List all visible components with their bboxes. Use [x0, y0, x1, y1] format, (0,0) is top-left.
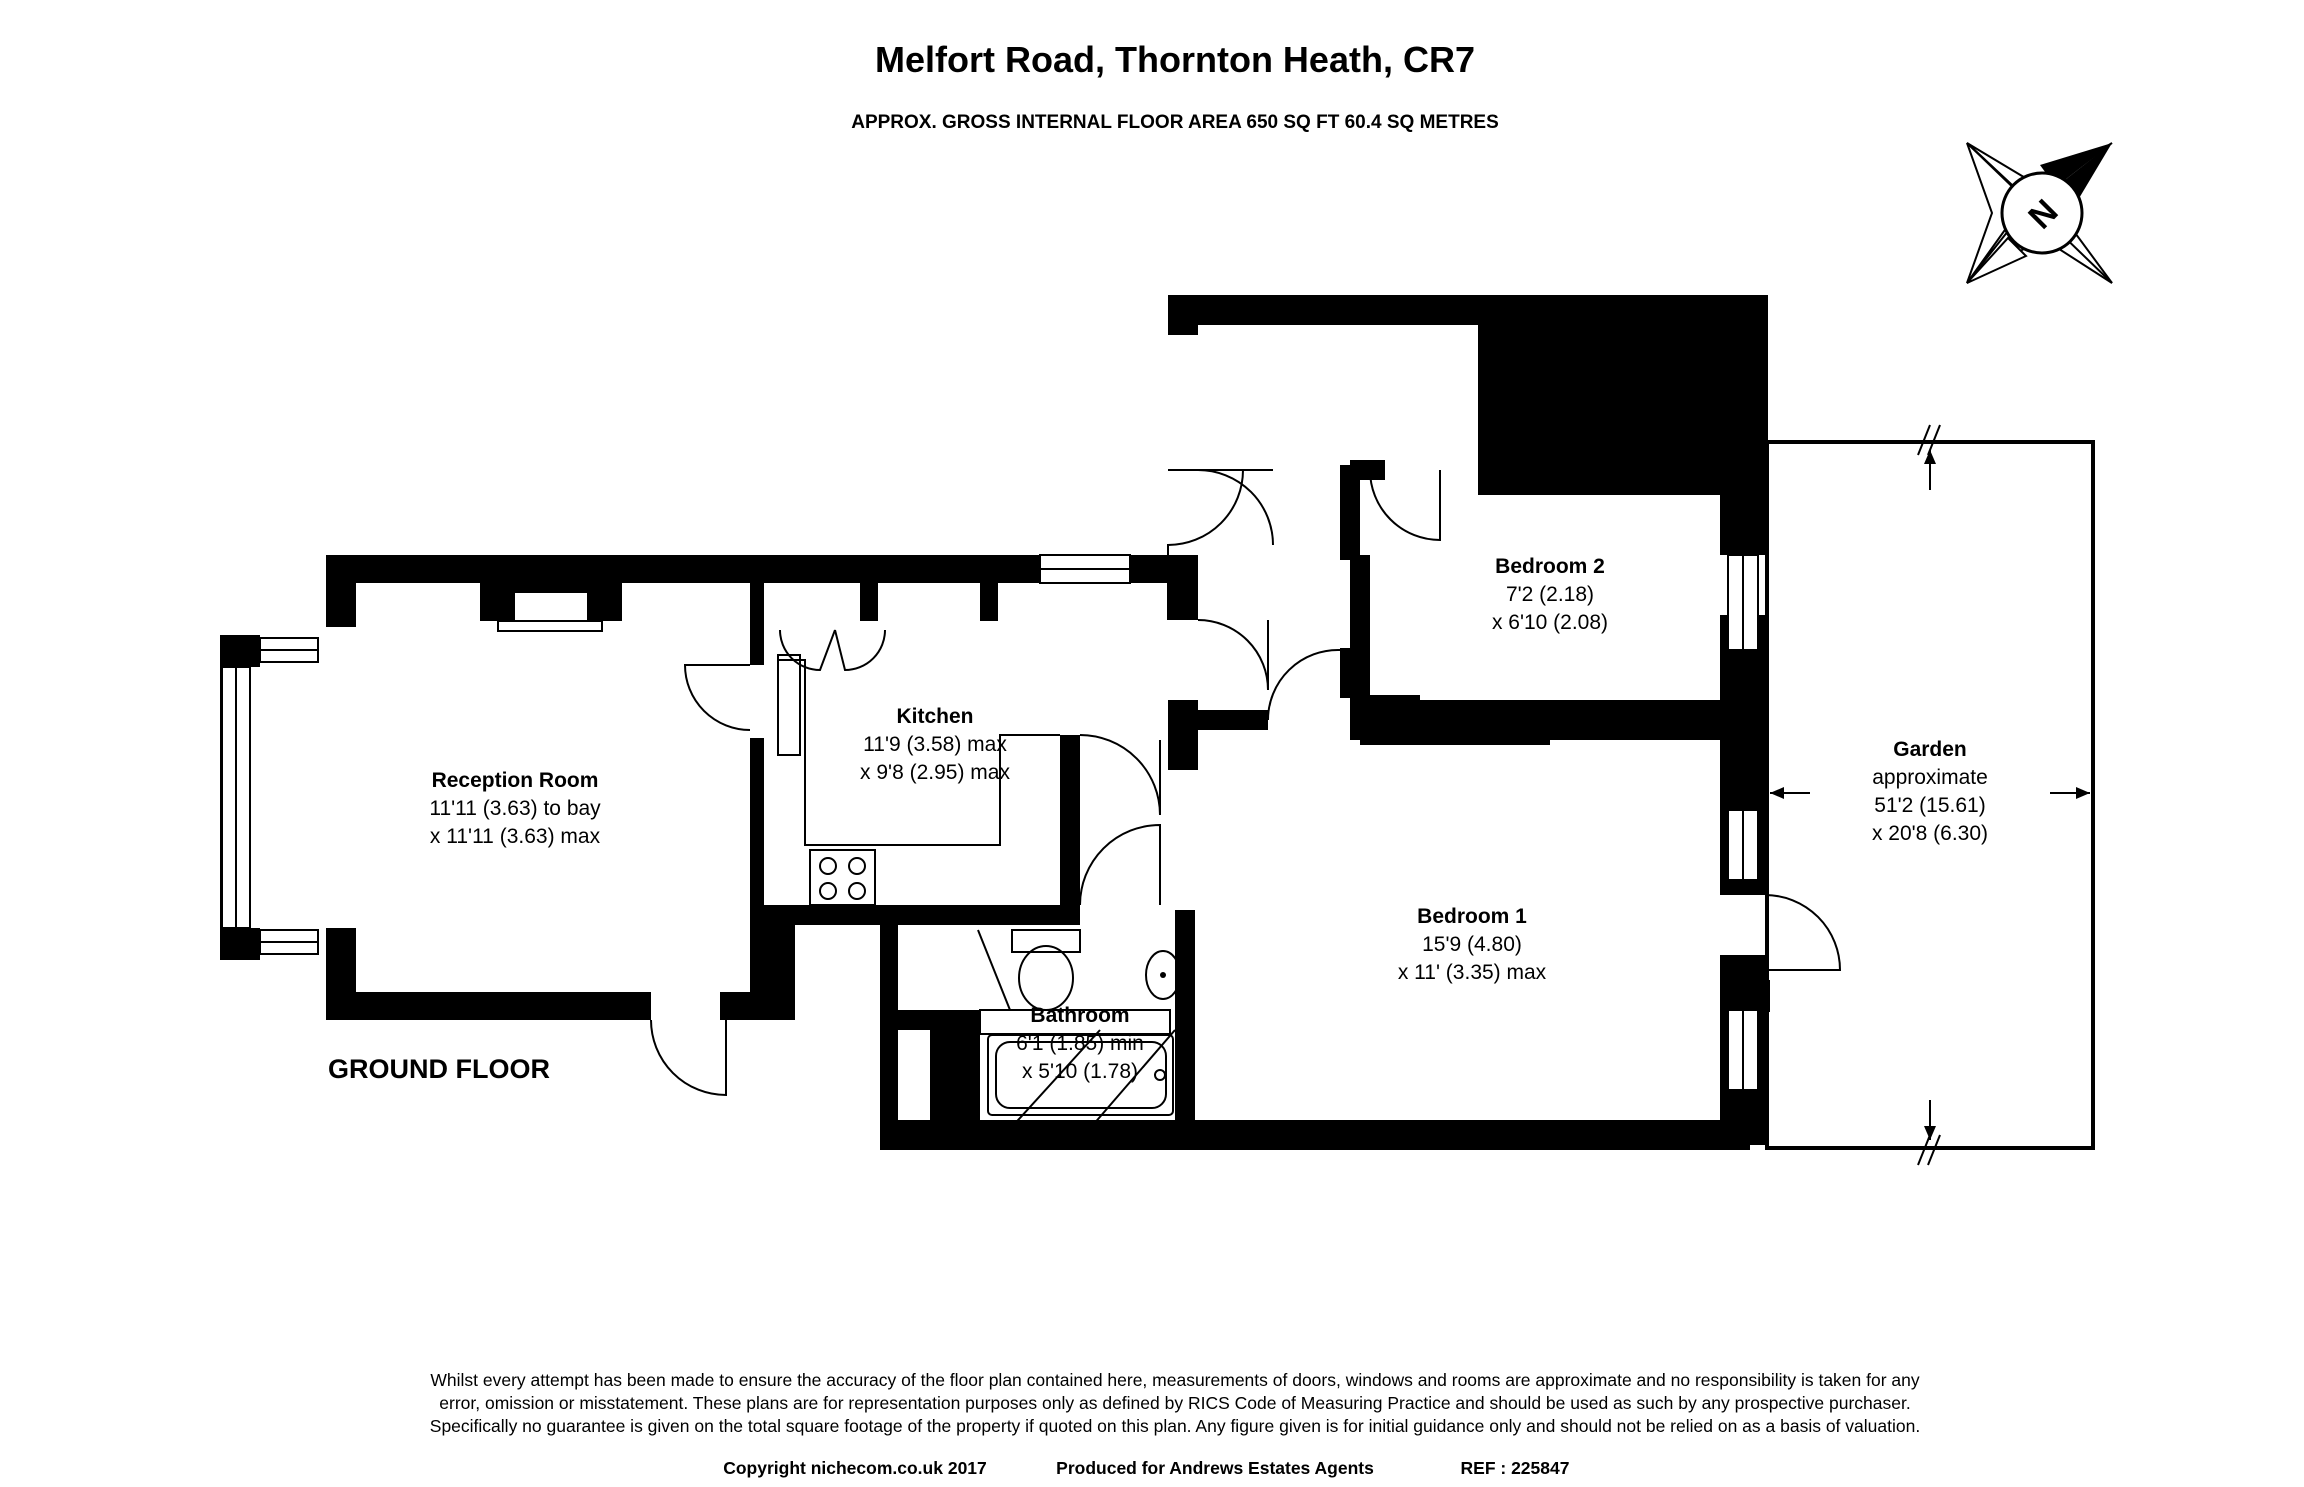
room-dimension: x 11'11 (3.63) max	[430, 825, 601, 848]
room-dimension: 6'1 (1.85) min	[1016, 1032, 1144, 1055]
floor-area-subtitle: APPROX. GROSS INTERNAL FLOOR AREA 650 SQ…	[851, 112, 1499, 133]
room-dimension: 51'2 (15.61)	[1874, 794, 1985, 817]
compass-icon: N	[1966, 142, 2113, 284]
room-dimension: 11'11 (3.63) to bay	[429, 797, 601, 820]
room-dimension: x 20'8 (6.30)	[1872, 822, 1988, 845]
room-dimension: approximate	[1872, 766, 1988, 789]
room-bedroom-2: Bedroom 2 7'2 (2.18) x 6'10 (2.08)	[1492, 555, 1608, 634]
fixtures	[777, 654, 1181, 1141]
room-dimension: x 5'10 (1.78)	[1022, 1060, 1138, 1083]
windows	[221, 554, 1759, 1091]
walls	[220, 295, 1770, 1150]
toilet-icon	[1011, 929, 1081, 1011]
room-name: Bedroom 2	[1495, 555, 1605, 578]
copyright-credit: Copyright nichecom.co.uk 2017	[723, 1458, 987, 1478]
floor-label: GROUND FLOOR	[328, 1054, 550, 1084]
room-name: Reception Room	[432, 769, 599, 792]
room-reception: Reception Room 11'11 (3.63) to bay x 11'…	[429, 769, 601, 848]
room-dimension: x 6'10 (2.08)	[1492, 611, 1608, 634]
room-name: Bathroom	[1030, 1004, 1129, 1027]
room-bedroom-1: Bedroom 1 15'9 (4.80) x 11' (3.35) max	[1398, 905, 1547, 984]
produced-for-credit: Produced for Andrews Estates Agents	[1056, 1458, 1374, 1478]
room-dimension: x 9'8 (2.95) max	[860, 761, 1010, 784]
basin-icon	[1145, 950, 1181, 1000]
disclaimer-line: error, omission or misstatement. These p…	[439, 1393, 1910, 1413]
room-kitchen: Kitchen 11'9 (3.58) max x 9'8 (2.95) max	[860, 705, 1010, 784]
disclaimer-line: Specifically no guarantee is given on th…	[430, 1416, 1920, 1436]
room-dimension: 7'2 (2.18)	[1506, 583, 1594, 606]
room-name: Garden	[1893, 738, 1967, 761]
room-name: Bedroom 1	[1417, 905, 1527, 928]
room-dimension: 15'9 (4.80)	[1422, 933, 1522, 956]
hob-icon	[809, 849, 876, 906]
doors	[650, 469, 1842, 1097]
page-title: Melfort Road, Thornton Heath, CR7	[875, 39, 1475, 80]
room-name: Kitchen	[896, 705, 973, 728]
reference-number: REF : 225847	[1461, 1458, 1570, 1478]
room-dimension: x 11' (3.35) max	[1398, 961, 1547, 984]
garden-outline	[1765, 424, 2095, 1166]
room-bathroom: Bathroom 6'1 (1.85) min x 5'10 (1.78)	[1016, 1004, 1144, 1083]
room-dimension: 11'9 (3.58) max	[863, 733, 1007, 756]
disclaimer-line: Whilst every attempt has been made to en…	[430, 1370, 1920, 1390]
garden: Garden approximate 51'2 (15.61) x 20'8 (…	[1872, 738, 1988, 845]
